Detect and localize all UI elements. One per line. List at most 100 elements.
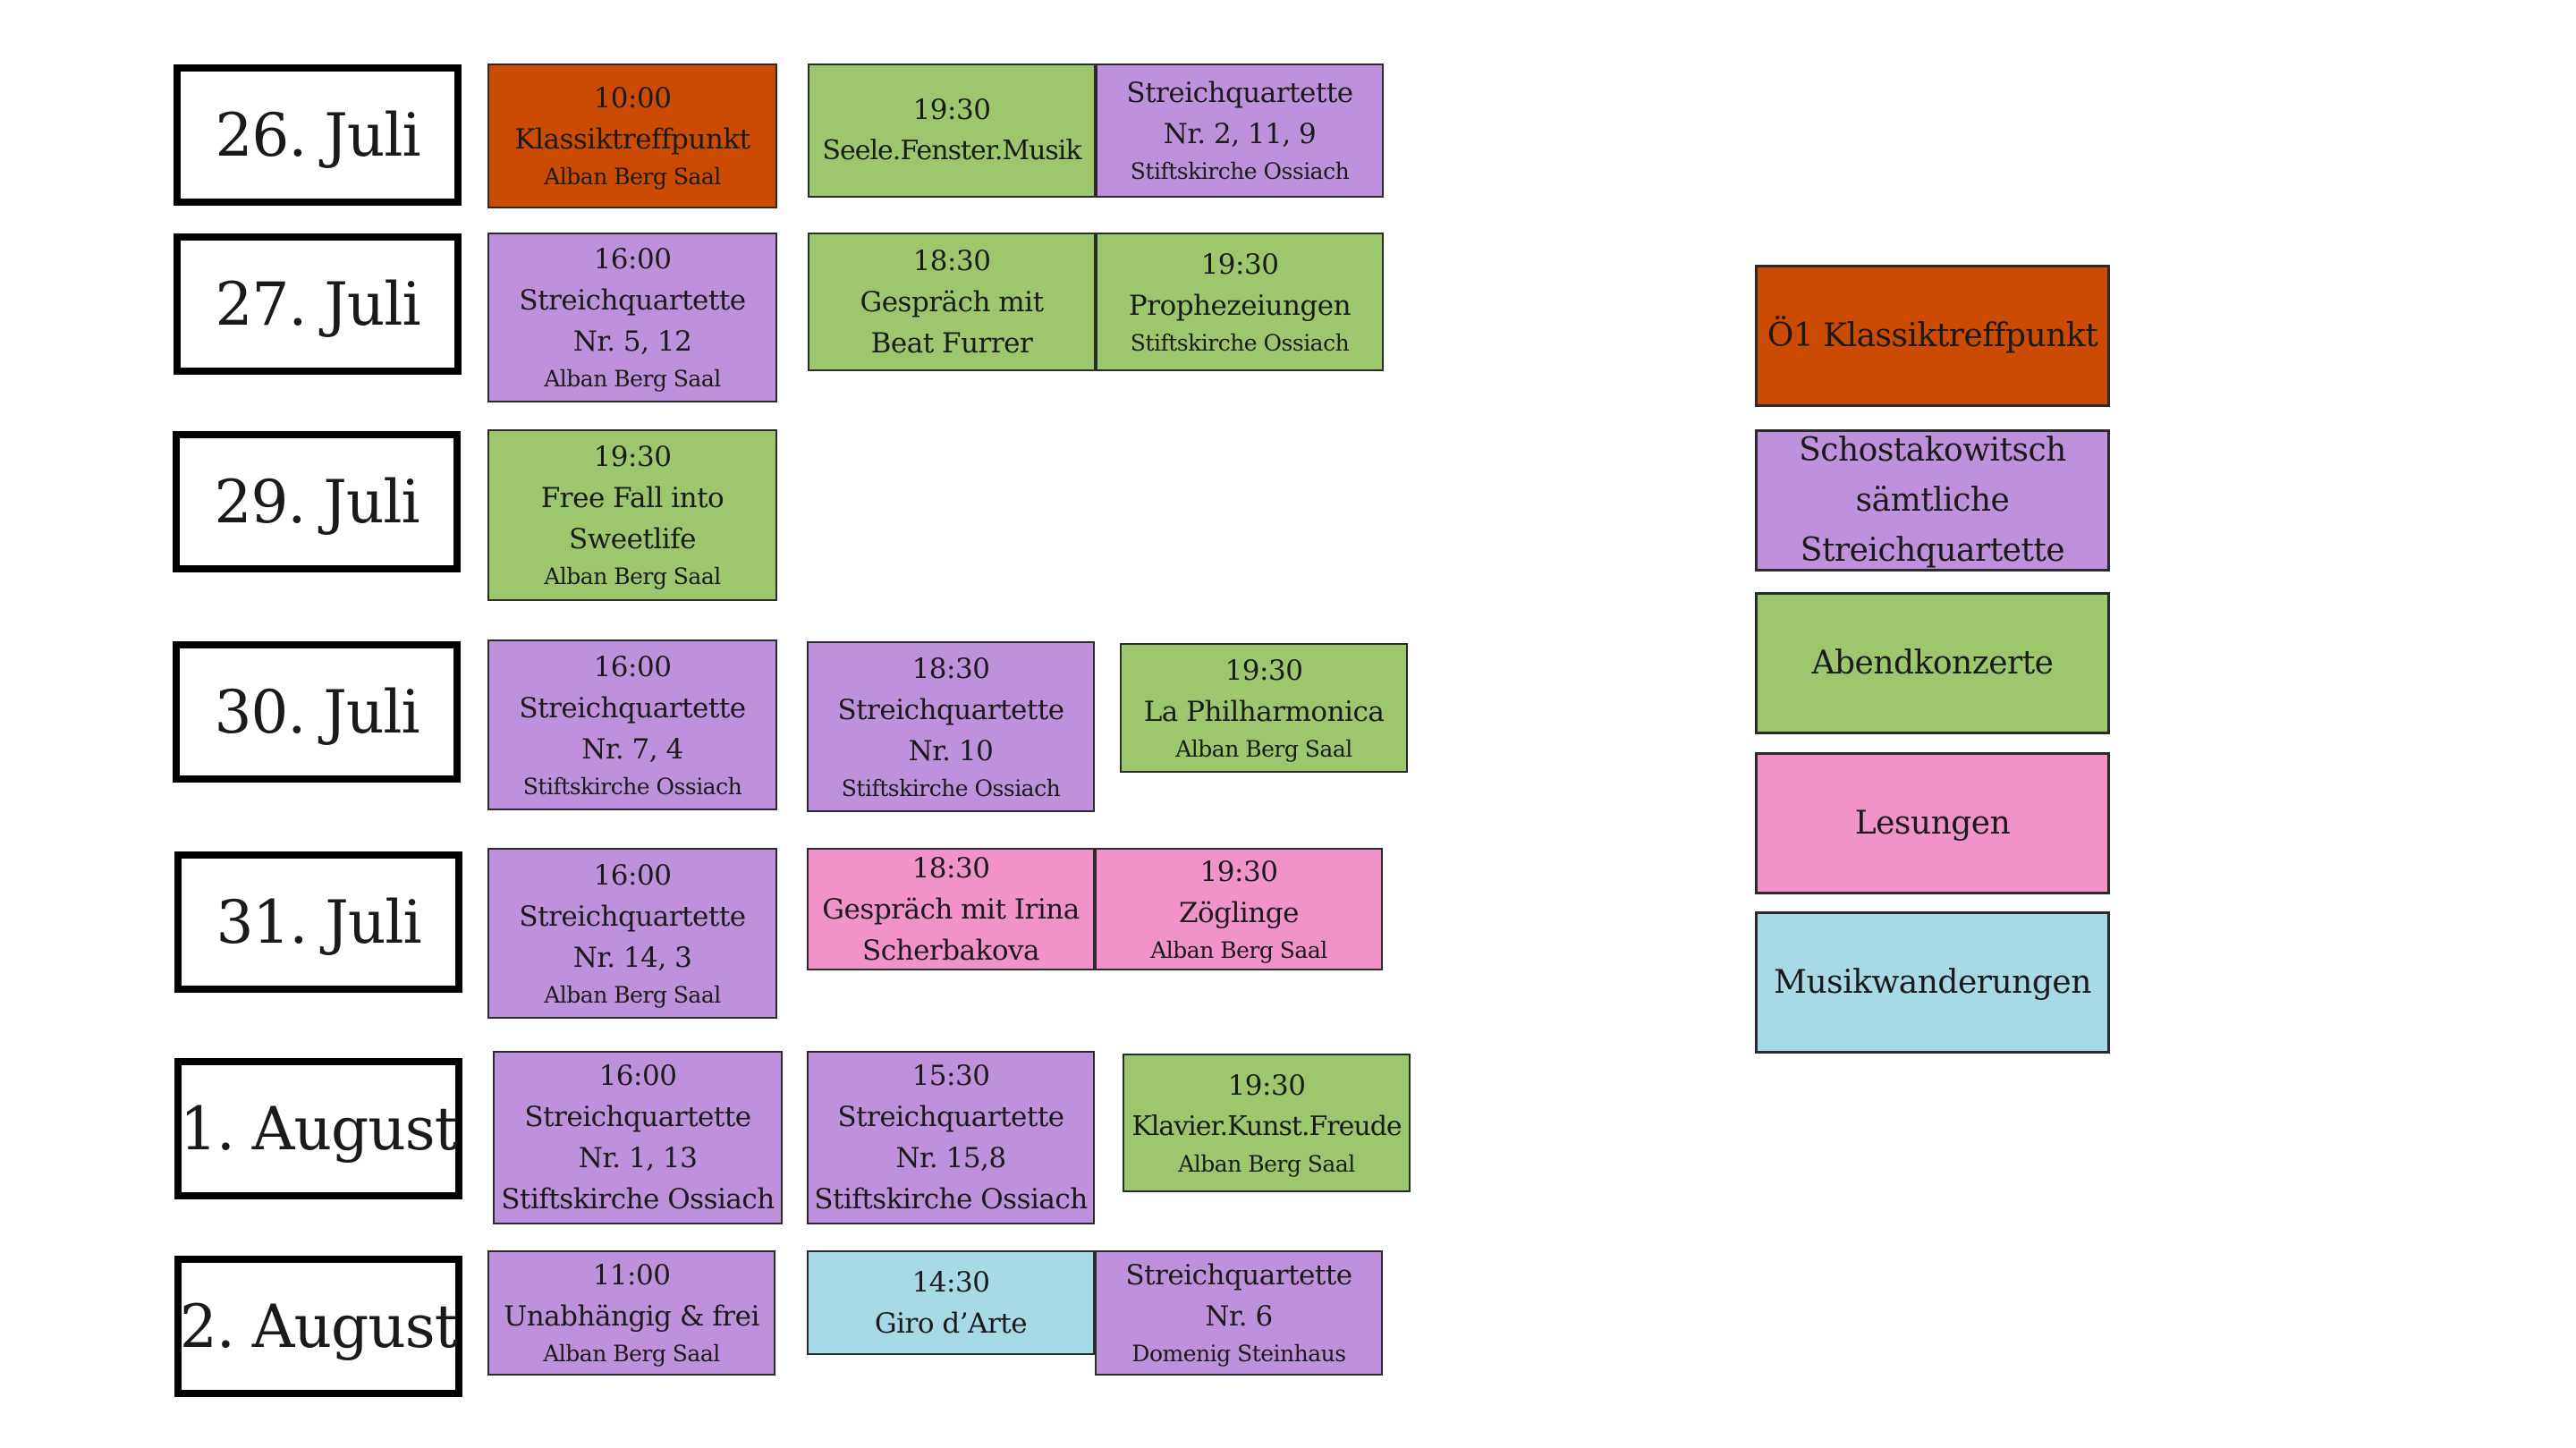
event-location: Alban Berg Saal	[544, 981, 721, 1008]
legend-label: Schostakowitsch	[1799, 431, 2066, 469]
legend-musikwanderungen: Musikwanderungen	[1755, 911, 2110, 1054]
event-numbers: Nr. 6	[1205, 1300, 1273, 1333]
event-title: Gespräch mit Irina	[822, 893, 1080, 926]
event-title-2: Sweetlife	[568, 523, 697, 555]
event-card[interactable]: 18:30 Streichquartette Nr. 10 Stiftskirc…	[807, 641, 1095, 812]
event-time: 19:30	[593, 441, 672, 473]
legend-lesungen: Lesungen	[1755, 752, 2110, 894]
event-card[interactable]: 16:00 Streichquartette Nr. 7, 4 Stiftski…	[487, 639, 777, 810]
event-location: Stiftskirche Ossiach	[841, 775, 1061, 801]
event-location: Stiftskirche Ossiach	[501, 1183, 775, 1215]
event-location: Alban Berg Saal	[544, 563, 721, 589]
event-title: Streichquartette	[519, 691, 746, 724]
event-time: 19:30	[912, 94, 991, 126]
event-title: Unabhängig & frei	[504, 1300, 759, 1333]
legend-label: Musikwanderungen	[1774, 963, 2091, 1001]
event-location: Alban Berg Saal	[1175, 735, 1352, 762]
legend-label: Streichquartette	[1800, 531, 2065, 569]
event-title: La Philharmonica	[1143, 695, 1385, 728]
event-card[interactable]: Streichquartette Nr. 6 Domenig Steinhaus	[1095, 1250, 1383, 1376]
event-card[interactable]: 18:30 Gespräch mit Beat Furrer	[808, 233, 1096, 371]
event-location: Stiftskirche Ossiach	[1130, 329, 1350, 356]
event-numbers: Nr. 14, 3	[572, 941, 692, 974]
event-time: 19:30	[1199, 855, 1278, 888]
event-time: 14:30	[911, 1266, 990, 1299]
event-time: 16:00	[598, 1060, 677, 1092]
event-time: 15:30	[911, 1060, 990, 1092]
event-numbers: Nr. 7, 4	[581, 732, 683, 766]
legend-label: Lesungen	[1854, 804, 2011, 842]
event-title: Prophezeiungen	[1128, 289, 1352, 322]
legend-streichquartette: Schostakowitsch sämtliche Streichquartet…	[1755, 429, 2110, 572]
event-location: Stiftskirche Ossiach	[522, 773, 742, 800]
event-card[interactable]: 11:00 Unabhängig & frei Alban Berg Saal	[487, 1250, 775, 1376]
event-card[interactable]: 18:30 Gespräch mit Irina Scherbakova	[807, 848, 1095, 970]
event-title-2: Beat Furrer	[870, 326, 1033, 360]
event-location: Stiftskirche Ossiach	[814, 1183, 1088, 1215]
event-time: 19:30	[1200, 248, 1279, 281]
legend-label: Abendkonzerte	[1811, 644, 2054, 682]
event-title: Giro d’Arte	[874, 1307, 1028, 1340]
event-location: Stiftskirche Ossiach	[1130, 158, 1350, 184]
event-title: Streichquartette	[519, 900, 746, 933]
event-title: Streichquartette	[837, 1101, 1064, 1133]
event-location: Alban Berg Saal	[1178, 1150, 1355, 1177]
event-card[interactable]: 16:00 Streichquartette Nr. 5, 12 Alban B…	[487, 233, 777, 402]
event-location: Alban Berg Saal	[544, 164, 721, 190]
event-card[interactable]: 14:30 Giro d’Arte	[807, 1250, 1095, 1355]
event-title: Streichquartette	[1126, 77, 1353, 109]
date-26-juli: 26. Juli	[174, 64, 462, 206]
event-card[interactable]: 16:00 Streichquartette Nr. 1, 13 Stiftsk…	[493, 1051, 783, 1224]
legend-label: Ö1 Klassiktreffpunkt	[1767, 317, 2098, 354]
event-time: 19:30	[1224, 654, 1303, 687]
event-title: Klassiktreffpunkt	[514, 123, 750, 156]
date-27-juli: 27. Juli	[174, 233, 462, 375]
event-location: Alban Berg Saal	[544, 366, 721, 392]
event-title: Streichquartette	[1125, 1259, 1352, 1291]
event-card[interactable]: 10:00 Klassiktreffpunkt Alban Berg Saal	[487, 64, 777, 208]
event-title: Streichquartette	[524, 1101, 751, 1133]
event-time: 16:00	[593, 243, 672, 275]
legend-abendkonzerte: Abendkonzerte	[1755, 592, 2110, 734]
event-time: 16:00	[593, 650, 672, 683]
event-title: Free Fall into	[540, 482, 724, 514]
event-title: Streichquartette	[519, 284, 746, 317]
event-time: 19:30	[1227, 1069, 1306, 1102]
event-title-2: Scherbakova	[862, 934, 1040, 967]
event-card[interactable]: 19:30 La Philharmonica Alban Berg Saal	[1120, 643, 1408, 773]
event-time: 18:30	[911, 652, 990, 685]
event-card[interactable]: 16:00 Streichquartette Nr. 14, 3 Alban B…	[487, 848, 777, 1019]
event-location: Alban Berg Saal	[1150, 936, 1327, 963]
date-1-august: 1. August	[174, 1058, 462, 1199]
event-title: Zöglinge	[1178, 896, 1300, 929]
event-card[interactable]: 19:30 Klavier.Kunst.Freude Alban Berg Sa…	[1123, 1054, 1411, 1192]
event-card[interactable]: 19:30 Seele.Fenster.Musik	[808, 64, 1096, 198]
event-title: Klavier.Kunst.Freude	[1131, 1110, 1402, 1142]
event-time: 18:30	[912, 244, 991, 277]
event-title: Gespräch mit	[860, 285, 1044, 318]
event-card[interactable]: 19:30 Zöglinge Alban Berg Saal	[1095, 848, 1383, 970]
event-card[interactable]: 19:30 Prophezeiungen Stiftskirche Ossiac…	[1096, 233, 1384, 371]
event-numbers: Nr. 15,8	[895, 1142, 1006, 1174]
event-location: Alban Berg Saal	[543, 1341, 720, 1367]
event-numbers: Nr. 10	[908, 734, 994, 767]
event-numbers: Nr. 5, 12	[572, 326, 692, 358]
event-time: 18:30	[911, 851, 990, 885]
event-title: Seele.Fenster.Musik	[822, 135, 1081, 166]
date-2-august: 2. August	[174, 1256, 462, 1397]
event-card[interactable]: Streichquartette Nr. 2, 11, 9 Stiftskirc…	[1096, 64, 1384, 198]
event-location: Domenig Steinhaus	[1131, 1341, 1346, 1367]
event-card[interactable]: 19:30 Free Fall into Sweetlife Alban Ber…	[487, 429, 777, 601]
date-31-juli: 31. Juli	[174, 851, 462, 993]
event-card[interactable]: 15:30 Streichquartette Nr. 15,8 Stiftski…	[807, 1051, 1095, 1224]
date-30-juli: 30. Juli	[173, 641, 461, 783]
event-time: 11:00	[592, 1259, 671, 1291]
event-numbers: Nr. 1, 13	[578, 1142, 698, 1174]
date-29-juli: 29. Juli	[173, 431, 461, 572]
event-title: Streichquartette	[837, 693, 1064, 726]
event-time: 10:00	[593, 82, 672, 114]
event-numbers: Nr. 2, 11, 9	[1163, 118, 1317, 150]
legend-label: sämtliche	[1855, 481, 2010, 519]
legend-klassiktreffpunkt: Ö1 Klassiktreffpunkt	[1755, 265, 2110, 407]
event-time: 16:00	[593, 859, 672, 892]
